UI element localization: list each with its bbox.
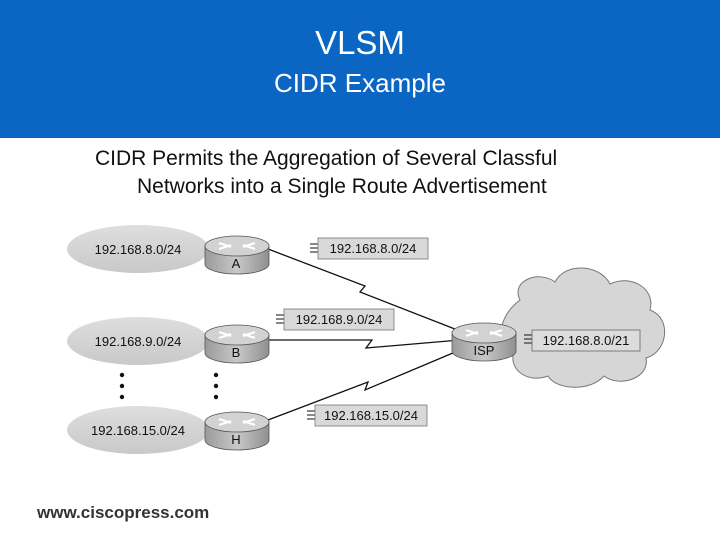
advert-tag-b: 192.168.9.0/24 [276, 308, 395, 331]
network-ellipse-a [67, 225, 209, 273]
serial-link-b-isp [268, 339, 461, 349]
ellipsis-dots-left [119, 372, 125, 400]
network-label-b: 192.168.9.0/24 [95, 334, 182, 349]
router-label-b: B [232, 345, 241, 360]
router-h-icon [204, 411, 270, 451]
footer-url: www.ciscopress.com [37, 503, 210, 522]
advert-tag-h: 192.168.15.0/24 [307, 404, 428, 427]
isp-cloud [500, 267, 666, 388]
advert-tag-a: 192.168.8.0/24 [310, 237, 429, 260]
bullet-text: CIDR Permits the Aggregation of Several … [95, 145, 695, 201]
advert-label-h: 192.168.15.0/24 [324, 408, 418, 423]
title-banner: VLSM CIDR Example [0, 0, 720, 138]
network-label-a: 192.168.8.0/24 [95, 242, 182, 257]
router-label-h: H [231, 432, 240, 447]
ellipsis-dots-right [213, 372, 219, 400]
aggregate-tag: 192.168.8.0/21 [524, 329, 641, 352]
network-ellipse-b [67, 317, 209, 365]
router-a-icon [204, 235, 270, 275]
cidr-diagram: 192.168.8.0/24 192.168.9.0/24 192.168.15… [67, 225, 666, 454]
router-label-a: A [232, 256, 241, 271]
router-b-icon [204, 324, 270, 364]
serial-link-h-isp [267, 349, 461, 421]
slide-title: VLSM [315, 24, 405, 61]
router-isp-icon [451, 322, 517, 362]
bullet-line-2: Networks into a Single Route Advertiseme… [137, 175, 547, 198]
slide-subtitle: CIDR Example [274, 68, 446, 98]
serial-link-a-isp [267, 248, 461, 332]
aggregate-label: 192.168.8.0/21 [543, 333, 630, 348]
network-label-h: 192.168.15.0/24 [91, 423, 185, 438]
router-label-isp: ISP [474, 343, 495, 358]
network-ellipse-h [67, 406, 209, 454]
bullet-line-1: CIDR Permits the Aggregation of Several … [95, 147, 558, 170]
advert-label-b: 192.168.9.0/24 [296, 312, 383, 327]
advert-label-a: 192.168.8.0/24 [330, 241, 417, 256]
